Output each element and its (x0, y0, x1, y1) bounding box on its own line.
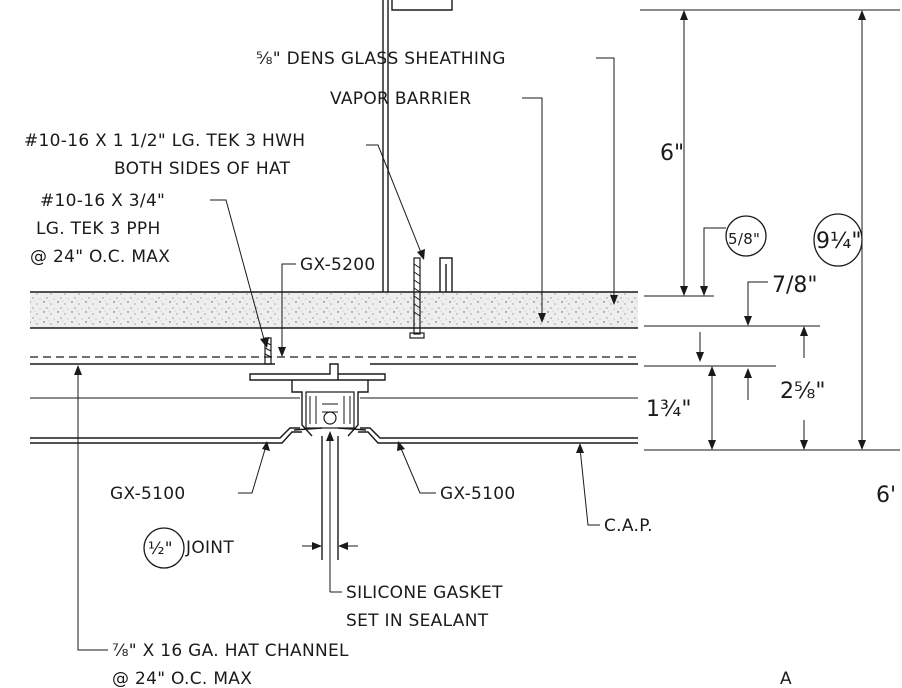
screw2-label-line1: #10-16 X 3/4" (40, 191, 165, 211)
vapor-barrier-label: VAPOR BARRIER (330, 89, 471, 109)
joint-assembly (249, 363, 398, 560)
metal-stud (382, 0, 453, 292)
dim-6-inch: 6" (660, 141, 684, 166)
dim-1-3-4-inch: 1¾" (646, 397, 691, 422)
edge-mark: 6' (876, 483, 896, 508)
screw2-label-line2: LG. TEK 3 PPH (36, 219, 161, 239)
hat-channel-label-line1: ⅞" X 16 GA. HAT CHANNEL (112, 641, 349, 661)
screw1-label-line1: #10-16 X 1 1/2" LG. TEK 3 HWH (24, 131, 305, 151)
dim-5-8-inch: 5/8" (728, 230, 760, 248)
gx5100-left-label: GX-5100 (110, 484, 185, 504)
panel-lines (30, 356, 638, 444)
cap-label: C.A.P. (604, 516, 653, 536)
hat-channel-label-line2: @ 24" O.C. MAX (112, 669, 252, 688)
dim-2-5-8-inch: 2⅝" (780, 379, 825, 404)
gx5100-right-label: GX-5100 (440, 484, 515, 504)
joint-value: ½" (148, 539, 173, 559)
joint-label: JOINT (185, 538, 234, 558)
sheathing-label: ⅝" DENS GLASS SHEATHING (256, 49, 506, 69)
gasket-label-line2: SET IN SEALANT (346, 611, 489, 631)
gx5200-label: GX-5200 (300, 255, 375, 275)
screw1-label-line2: BOTH SIDES OF HAT (114, 159, 291, 179)
dim-9-1-4-inch: 9¼" (816, 229, 861, 254)
hand-circles (143, 213, 863, 569)
gasket-label-line1: SILICONE GASKET (346, 583, 503, 603)
leader-lines (74, 57, 618, 651)
dimension-lines (640, 9, 900, 451)
corner-mark: A (780, 669, 792, 688)
dim-7-8-inch: 7/8" (772, 273, 818, 298)
sheathing-board (30, 291, 638, 329)
tek-screw-1 (409, 257, 425, 339)
screw2-label-line3: @ 24" O.C. MAX (30, 247, 170, 267)
